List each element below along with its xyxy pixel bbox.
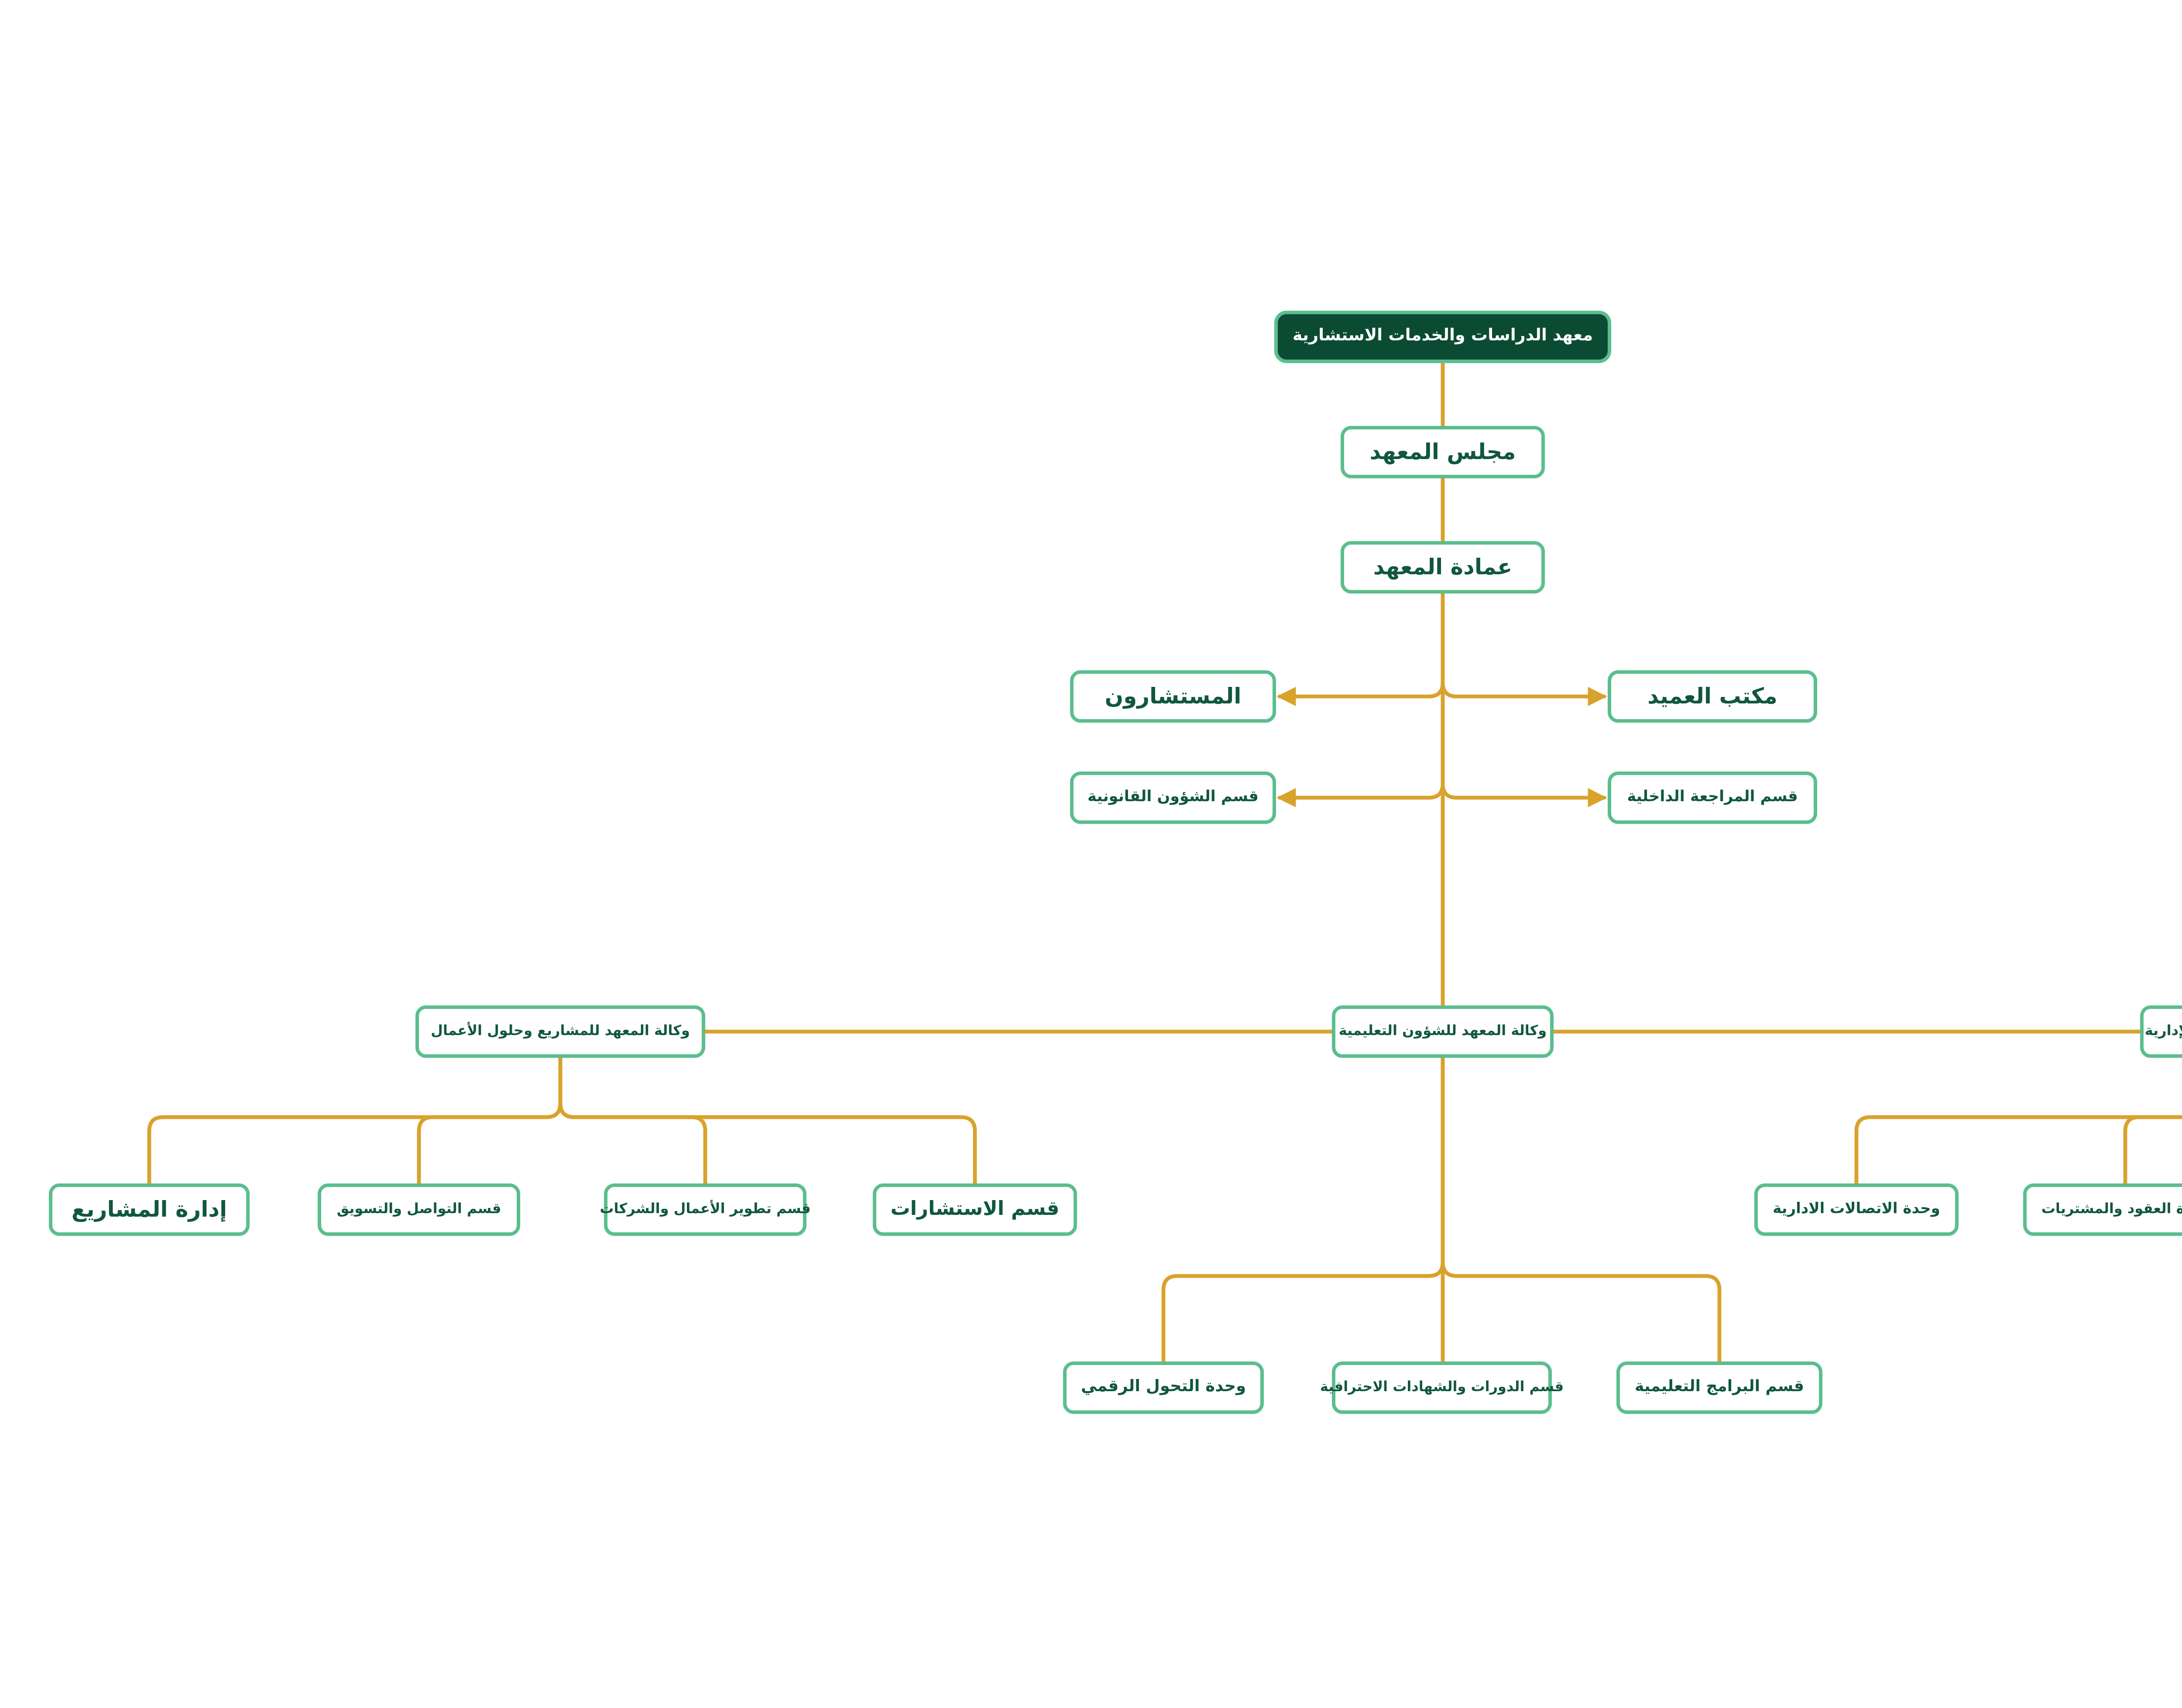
org-node-comms-marketing: قسم التواصل والتسويق xyxy=(318,1183,520,1236)
org-node-wing-finance: وكالة المعهد للشؤن المالية والإدارية xyxy=(2140,1005,2182,1058)
org-node-educational-programs: قسم البرامج التعليمية xyxy=(1616,1362,1822,1414)
org-node-projects-management: إدارة المشاريع xyxy=(49,1183,250,1236)
connector-arrow-line xyxy=(1276,680,1445,706)
org-node-institute-label: معهد الدراسات والخدمات الاستشارية xyxy=(1292,327,1593,346)
org-node-consulting-dept-label: قسم الاستشارات xyxy=(890,1198,1060,1221)
org-node-dean-office: مكتب العميد xyxy=(1608,670,1817,723)
org-node-bizdev-companies-label: قسم تطوير الأعمال والشركات xyxy=(600,1201,811,1217)
org-node-council: مجلس المعهد xyxy=(1341,426,1545,478)
org-node-wing-projects: وكالة المعهد للمشاريع وحلول الأعمال xyxy=(415,1005,705,1058)
org-node-courses-certificates-label: قسم الدورات والشهادات الاحترافية xyxy=(1320,1379,1564,1395)
connector-line xyxy=(417,1056,563,1186)
org-node-digital-transformation: وحدة التحول الرقمي xyxy=(1063,1362,1264,1414)
org-node-courses-certificates: قسم الدورات والشهادات الاحترافية xyxy=(1320,1362,1564,1414)
org-node-council-label: مجلس المعهد xyxy=(1369,438,1516,464)
org-node-wing-education-label: وكالة المعهد للشؤون التعليمية xyxy=(1338,1023,1547,1039)
org-node-bizdev-companies: قسم تطوير الأعمال والشركات xyxy=(600,1183,811,1236)
connector-line xyxy=(558,1056,977,1186)
connector-line xyxy=(147,1056,563,1186)
connector-arrow-line xyxy=(1276,782,1445,807)
org-node-wing-projects-label: وكالة المعهد للمشاريع وحلول الأعمال xyxy=(431,1023,690,1039)
org-node-contracts-procurement-label: إدارة العقود والمشتريات xyxy=(2041,1201,2182,1217)
org-node-admin-communications-label: وحدة الاتصالات الادارية xyxy=(1773,1200,1940,1218)
org-node-internal-audit: قسم المراجعة الداخلية xyxy=(1608,772,1817,824)
connector-line xyxy=(1441,1056,1722,1364)
org-node-deanship-label: عمادة المعهد xyxy=(1373,553,1513,579)
connector-arrow-line xyxy=(1441,680,1607,706)
connector-line xyxy=(2123,1115,2182,1186)
org-node-advisors-label: المستشارون xyxy=(1105,682,1242,708)
connector-line xyxy=(1854,1115,2182,1186)
org-node-legal-affairs: قسم الشؤون القانونية xyxy=(1070,772,1276,824)
org-node-dean-office-label: مكتب العميد xyxy=(1647,682,1777,708)
org-node-wing-education: وكالة المعهد للشؤون التعليمية xyxy=(1332,1005,1554,1058)
connector-line xyxy=(558,1056,707,1186)
org-node-consulting-dept: قسم الاستشارات xyxy=(873,1183,1077,1236)
org-node-legal-affairs-label: قسم الشؤون القانونية xyxy=(1088,788,1259,806)
org-node-wing-finance-label: وكالة المعهد للشؤن المالية والإدارية xyxy=(2144,1023,2182,1039)
connector-arrow-line xyxy=(1441,782,1607,807)
org-node-educational-programs-label: قسم البرامج التعليمية xyxy=(1635,1378,1804,1396)
connector-line xyxy=(1161,1056,1445,1364)
org-node-comms-marketing-label: قسم التواصل والتسويق xyxy=(336,1201,501,1217)
org-node-contracts-procurement: إدارة العقود والمشتريات xyxy=(2023,1183,2182,1236)
org-node-projects-management-label: إدارة المشاريع xyxy=(71,1195,227,1221)
org-node-digital-transformation-label: وحدة التحول الرقمي xyxy=(1081,1378,1246,1397)
org-node-internal-audit-label: قسم المراجعة الداخلية xyxy=(1627,788,1798,806)
org-node-advisors: المستشارون xyxy=(1070,670,1276,723)
org-node-admin-communications: وحدة الاتصالات الادارية xyxy=(1754,1183,1959,1236)
org-node-institute: معهد الدراسات والخدمات الاستشارية xyxy=(1274,311,1611,363)
org-node-deanship: عمادة المعهد xyxy=(1341,541,1545,593)
